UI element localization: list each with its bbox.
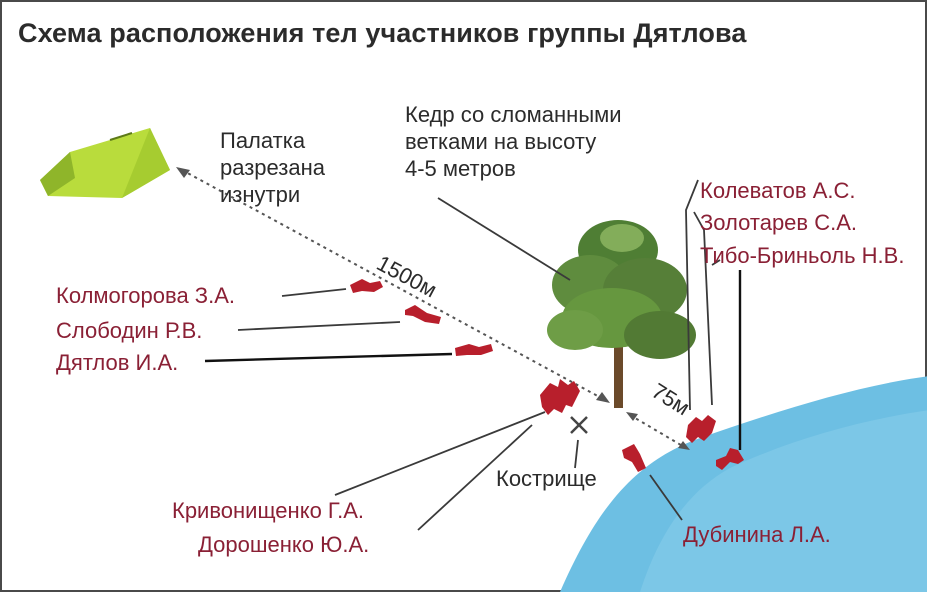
tent-note-line-1: Палатка	[220, 128, 306, 153]
leader-lines	[204, 179, 742, 531]
label-dubinina: Дубинина Л.А.	[683, 522, 831, 547]
body-marker	[686, 415, 716, 443]
body-marker	[350, 279, 383, 293]
cedar-tree-icon	[547, 220, 696, 408]
body-marker	[622, 444, 646, 472]
body-marker	[540, 379, 580, 415]
fire-cross-icon	[570, 416, 588, 434]
route-tent-to-cedar	[181, 169, 606, 401]
label-doroshenko: Дорошенко Ю.А.	[198, 532, 370, 557]
label-kolevatov: Колеватов А.С.	[700, 178, 856, 203]
page-title: Схема расположения тел участников группы…	[18, 18, 747, 48]
label-zolotarev: Золотарев С.А.	[700, 210, 857, 235]
river-shape	[560, 376, 927, 592]
tent-note-line-2: разрезана	[220, 155, 326, 180]
body-marker	[405, 305, 441, 324]
cedar-note-line-3: 4-5 метров	[405, 156, 516, 181]
tent-note-line-3: изнутри	[220, 182, 301, 207]
label-thibeaux: Тибо-Бриньоль Н.В.	[700, 243, 905, 268]
body-marker	[455, 344, 493, 356]
body-marker	[716, 448, 744, 470]
cedar-note-line-2: ветками на высоту	[405, 129, 597, 154]
cedar-note-line-1: Кедр со сломанными	[405, 102, 622, 127]
label-krivonischenko: Кривонищенко Г.А.	[172, 498, 365, 523]
distance-tent-label: 1500м	[373, 250, 441, 302]
label-dyatlov: Дятлов И.А.	[56, 350, 179, 375]
route-cedar-to-river	[629, 414, 687, 449]
distance-cedar-label: 75м	[647, 378, 694, 420]
label-slobodin: Слободин Р.В.	[56, 318, 203, 343]
fire-label: Кострище	[496, 466, 597, 491]
label-kolmogorova: Колмогорова З.А.	[56, 283, 235, 308]
tent-icon	[40, 128, 170, 198]
